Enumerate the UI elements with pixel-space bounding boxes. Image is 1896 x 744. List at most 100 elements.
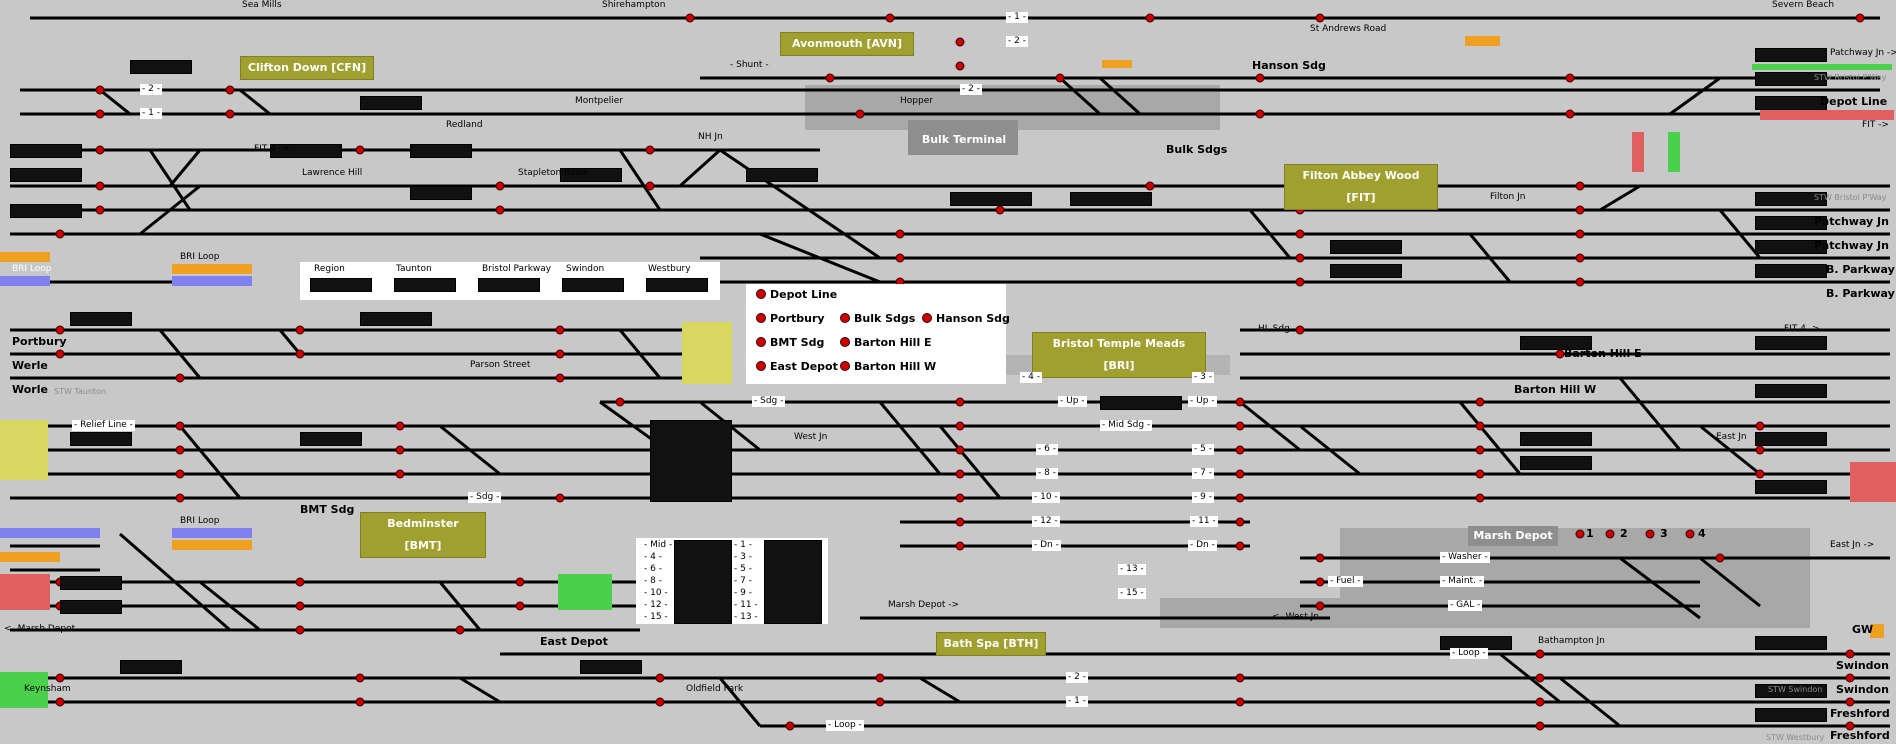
location-label: Filton Jn [1490, 192, 1526, 202]
exit-note: STW Bristol P'Way [1814, 193, 1887, 202]
siding-button[interactable]: Barton Hill W [840, 360, 936, 373]
exit-label: Patchway Jn [1814, 215, 1889, 228]
panel-header: Taunton [396, 264, 432, 274]
berth-box [650, 420, 732, 502]
line-label: - 3 - [1192, 372, 1214, 383]
area-label-bri: Bristol Temple Meads [BRI] [1032, 332, 1206, 378]
berth-box [120, 660, 182, 674]
line-label: Barton Hill E [1564, 347, 1642, 360]
siding-label: Portbury [770, 312, 825, 325]
exit-bar [1102, 60, 1132, 68]
platform-label: - 2 - [960, 84, 982, 95]
exit-bar [1632, 132, 1644, 172]
location-label: - Shunt - [730, 60, 769, 70]
destination-box[interactable] [478, 278, 540, 292]
berth-box [130, 60, 192, 74]
berth-box [746, 168, 818, 182]
location-label: BRI Loop [180, 252, 220, 262]
line-label: Parson Street [470, 360, 531, 370]
lamp-icon [840, 337, 850, 347]
berth-box [1755, 708, 1827, 722]
exit-bar [172, 264, 252, 274]
siding-button[interactable]: Barton Hill E [840, 336, 932, 349]
exit-label: <- West Jn [1272, 612, 1319, 622]
exit-label: Portbury [12, 335, 67, 348]
siding-button[interactable]: Portbury [756, 312, 825, 325]
siding-button[interactable]: Hanson Sdg [922, 312, 1010, 325]
siding-button[interactable]: East Depot [756, 360, 838, 373]
lamp-icon [756, 337, 766, 347]
berth-box [950, 192, 1032, 206]
location-label: FIT 4 -> [254, 144, 290, 154]
berth-box [1755, 432, 1827, 446]
line-label: BMT Sdg [300, 503, 355, 516]
exit-bar [172, 276, 252, 286]
exit-bar [1668, 132, 1680, 172]
location-label: Shirehampton [602, 0, 666, 10]
line-label: - Up - [1058, 396, 1087, 407]
exit-bar [172, 528, 252, 538]
exit-label: B. Parkway [1826, 287, 1895, 300]
platform-label: - 1 - [140, 108, 162, 119]
line-label: - 6 - [1036, 444, 1058, 455]
lamp-icon [922, 313, 932, 323]
line-label: - 10 - [1032, 492, 1060, 503]
lamp-icon [840, 361, 850, 371]
berth-box [10, 204, 82, 218]
destination-box[interactable] [394, 278, 456, 292]
exit-note: STW Swindon [1768, 685, 1823, 694]
berth-box [70, 432, 132, 446]
platform-label: - 2 - [140, 84, 162, 95]
platform-row-label: - 12 - [644, 600, 668, 610]
berth-box [1755, 636, 1827, 650]
line-label: - 11 - [1190, 516, 1218, 527]
line-label: - 13 - [1118, 564, 1146, 575]
location-label: Bulk Sdgs [1166, 143, 1228, 156]
siding-label: Depot Line [770, 288, 838, 301]
siding-button[interactable]: BMT Sdg [756, 336, 824, 349]
location-label: St Andrews Road [1310, 24, 1387, 34]
exit-label: Marsh Depot -> [888, 600, 960, 610]
destination-box[interactable] [310, 278, 372, 292]
platform-row-label: - 1 - [734, 540, 752, 550]
platform-row-label: - 6 - [644, 564, 662, 574]
exit-note: STW Westbury [1766, 733, 1825, 742]
exit-label: East Jn -> [1830, 540, 1875, 550]
platform-row-label: - 15 - [644, 612, 668, 622]
exit-label: Keynsham [24, 684, 71, 694]
line-label: - 5 - [1192, 444, 1214, 455]
berth-box [1755, 480, 1827, 494]
line-label: West Jn [794, 432, 828, 442]
platform-label: - 2 - [1006, 36, 1028, 47]
exit-label: Freshford [1830, 729, 1890, 742]
exit-bar [0, 672, 48, 708]
exit-label: Werle [12, 359, 48, 372]
berth-box [1755, 336, 1827, 350]
location-label: Sea Mills [242, 0, 282, 10]
exit-label: BRI Loop [12, 264, 52, 274]
exit-bar [682, 322, 732, 384]
platform-row-label: - 3 - [734, 552, 752, 562]
platform-panel: - Mid - - 4 - - 6 - - 8 - - 10 - - 12 - … [636, 538, 828, 624]
location-label: Hopper [900, 96, 933, 106]
line-label: East Jn [1716, 432, 1747, 442]
bay-number: 3 [1660, 527, 1668, 540]
platform-berths [764, 540, 822, 624]
lamp-icon [840, 313, 850, 323]
location-label: NH Jn [698, 132, 723, 142]
line-label: - Up - [1188, 396, 1217, 407]
exit-label: <- Marsh Depot [4, 624, 76, 634]
siding-button[interactable]: Depot Line [756, 288, 837, 301]
destination-panel: Region Taunton Bristol Parkway Swindon W… [300, 262, 720, 300]
panel-header: Bristol Parkway [482, 264, 552, 274]
berth-box [560, 168, 622, 182]
location-label: Patchway Jn -> [1830, 48, 1896, 58]
berth-box [1520, 336, 1592, 350]
siding-button[interactable]: Bulk Sdgs [840, 312, 915, 325]
line-label: - Dn - [1188, 540, 1217, 551]
berth-box [580, 660, 642, 674]
berth-box [1100, 396, 1182, 410]
line-label: - 4 - [1020, 372, 1042, 383]
destination-box[interactable] [646, 278, 708, 292]
destination-box[interactable] [562, 278, 624, 292]
